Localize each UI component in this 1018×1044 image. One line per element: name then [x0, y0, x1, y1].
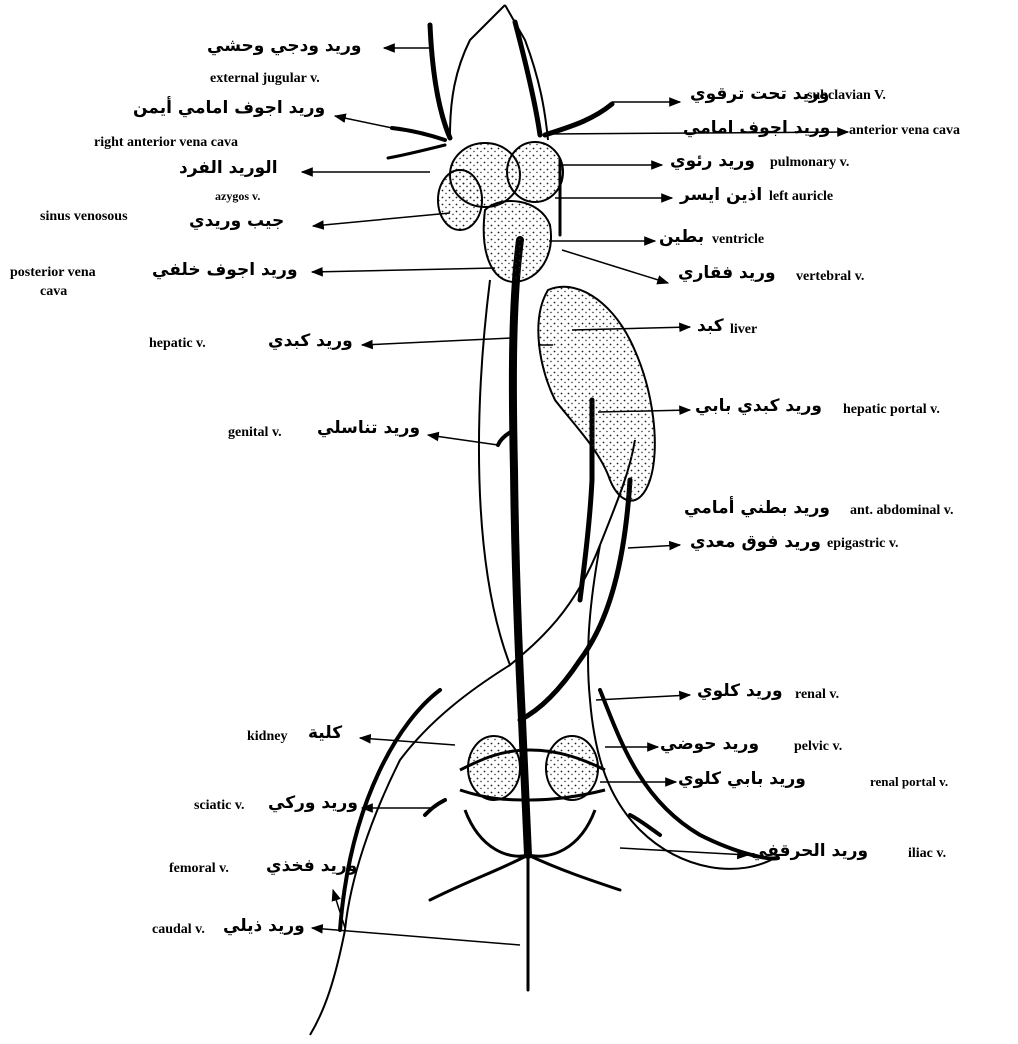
ventricle-label-en: ventricle — [712, 233, 764, 247]
sciatic-label-en: sciatic v. — [194, 799, 245, 813]
vertebral-label-ar: وريد فقاري — [678, 265, 776, 282]
renal-portal-label-en: renal portal v. — [870, 775, 948, 788]
kidney-right — [546, 736, 598, 800]
pulmonary-label-en: pulmonary v. — [770, 156, 849, 170]
external-jugular-label-en: external jugular v. — [210, 72, 320, 86]
epigastric-label-ar: وريد فوق معدي — [690, 534, 821, 551]
liver-label-ar: كبد — [697, 318, 724, 335]
right-anterior-vc-label-ar: وريد اجوف امامي أيمن — [133, 100, 325, 117]
caudal-vein — [430, 855, 620, 990]
azygos-label-en: azygos v. — [215, 190, 260, 202]
sciatic-label-ar: وريد وركي — [268, 795, 358, 812]
caudal-label-en: caudal v. — [152, 923, 205, 937]
jugular-vein-left — [430, 25, 450, 138]
femoral-label-ar: وريد فخذي — [266, 858, 357, 875]
right-anterior-vc-label-en: right anterior vena cava — [94, 136, 238, 150]
posterior-vc-label-en-2: cava — [40, 285, 67, 299]
iliac-label-ar: وريد الحرقفي — [750, 843, 868, 860]
epigastric-label-en: epigastric v. — [827, 537, 899, 551]
genital-label-ar: وريد تناسلي — [317, 420, 420, 437]
ventricle-label-ar: بطين — [659, 229, 704, 246]
genital-label-en: genital v. — [228, 426, 282, 440]
pulmonary-label-ar: وريد رئوي — [670, 153, 755, 170]
sinus-venosus — [438, 170, 482, 230]
kidney-label-en: kidney — [247, 730, 287, 744]
left-auricle-label-ar: اذين ايسر — [680, 187, 762, 204]
sinus-venosus-label-en: sinus venosous — [40, 210, 128, 224]
renal-label-ar: وريد كلوي — [697, 683, 783, 700]
right-anterior-vc-branch-2 — [388, 145, 445, 158]
posterior-vc-label-ar: وريد اجوف خلفي — [152, 262, 298, 279]
ventricle — [484, 201, 551, 282]
kidney-label-ar: كلية — [308, 725, 342, 742]
liver — [538, 287, 654, 501]
posterior-vc-label-en-1: posterior vena — [10, 266, 96, 280]
ant-abdominal-vein — [520, 480, 630, 720]
hepatic-label-ar: وريد كبدي — [268, 333, 353, 350]
pelvic-label-en: pelvic v. — [794, 740, 842, 754]
left-auricle-label-en: left auricle — [769, 190, 833, 204]
ant-abdominal-label-en: ant. abdominal v. — [850, 504, 953, 518]
iliac-label-en: iliac v. — [908, 847, 946, 861]
pelvic-label-ar: وريد حوضي — [660, 736, 759, 753]
caudal-label-ar: وريد ذيلي — [223, 918, 305, 935]
external-jugular-label-ar: وريد ودجي وحشي — [207, 38, 361, 55]
femoral-label-en: femoral v. — [169, 862, 229, 876]
liver-label-en: liver — [730, 323, 757, 337]
renal-label-en: renal v. — [795, 688, 839, 702]
jugular-vein-right — [515, 22, 540, 135]
anterior-vc-label-ar: وريد اجوف امامي — [683, 120, 830, 137]
hepatic-label-en: hepatic v. — [149, 337, 206, 351]
subclavian-vein — [545, 104, 612, 135]
ant-abdominal-label-ar: وريد بطني أمامي — [684, 500, 830, 517]
renal-portal-label-ar: وريد بابي كلوي — [678, 771, 806, 788]
sinus-venosus-label-ar: جيب وريدي — [189, 213, 284, 230]
hepatic-portal-label-en: hepatic portal v. — [843, 403, 940, 417]
hepatic-portal-label-ar: وريد كبدي بابي — [695, 398, 822, 415]
subclavian-label-en: subclavian V. — [807, 89, 886, 103]
label-arrows — [302, 48, 848, 945]
kidney-left — [468, 736, 520, 800]
left-auricle — [507, 142, 563, 202]
anterior-vc-label-en: anterior vena cava — [849, 124, 960, 138]
azygos-label-ar: الوريد الفرد — [179, 160, 278, 177]
vertebral-label-en: vertebral v. — [796, 270, 864, 284]
